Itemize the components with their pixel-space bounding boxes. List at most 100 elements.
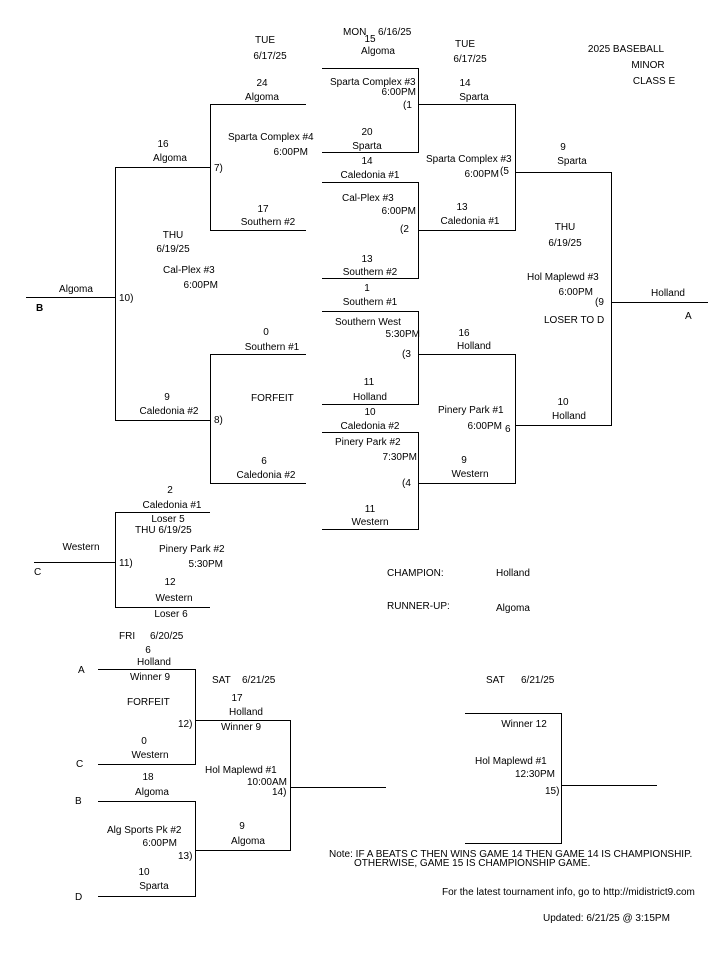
date-thu-right-date: 6/19/25 [548, 238, 582, 249]
game-8-lines [210, 354, 306, 484]
game-1-top-team: Algoma [361, 46, 395, 57]
game-13-bottom-score: 10 [138, 867, 150, 878]
seed-label-c: C [76, 759, 84, 770]
game-9-bottom-score: 10 [557, 397, 569, 408]
game-5-time: 6:00PM [464, 169, 499, 180]
game-3-bottom-team: Holland [353, 392, 387, 403]
game-3-venue: Southern West [335, 317, 401, 328]
game-8-top-team: Southern #1 [244, 342, 300, 353]
game-14-bottom-team: Algoma [231, 836, 265, 847]
game-15-number: 15) [545, 786, 560, 797]
game-1-top-score: 15 [364, 34, 376, 45]
game-4-venue: Pinery Park #2 [335, 437, 401, 448]
game-1-bottom-team: Sparta [352, 141, 382, 152]
game-3-top-team: Southern #1 [342, 297, 398, 308]
game-2-top-team: Caledonia #1 [340, 170, 400, 181]
game-14-number: 14) [272, 787, 287, 798]
game-10-winner: Algoma [59, 284, 93, 295]
game-14-top-score: 17 [231, 693, 243, 704]
bracket-subtitle-division: MINOR [631, 60, 665, 71]
game-8-number: 8) [214, 415, 223, 426]
game-14-bottom-score: 9 [239, 821, 245, 832]
game-1-venue: Sparta Complex #3 [330, 77, 416, 88]
date-tue-right-date: 6/17/25 [453, 54, 487, 65]
game-5-venue: Sparta Complex #3 [426, 154, 512, 165]
game-5-top-team: Sparta [459, 92, 489, 103]
game-3-lines [322, 311, 419, 405]
game-10-top-score: 16 [157, 139, 169, 150]
game-2-time: 6:00PM [381, 206, 416, 217]
game-15-lines [465, 713, 657, 844]
game-7-lines [210, 104, 306, 231]
game-11-bottom-note: Loser 6 [154, 609, 188, 620]
game-5-bottom-team: Caledonia #1 [440, 216, 500, 227]
game-5-bottom-score: 13 [456, 202, 468, 213]
date-mon-date: 6/16/25 [378, 27, 412, 38]
game-15-top-note: Winner 12 [501, 719, 547, 730]
game-6-number: 6 [505, 424, 511, 435]
game-1-number: (1 [403, 100, 412, 111]
game-14-top-team: Holland [229, 707, 263, 718]
date-tue-left-day: TUE [255, 35, 275, 46]
game-12-top-team: Holland [137, 657, 171, 668]
game-3-time: 5:30PM [385, 329, 420, 340]
game-7-time: 6:00PM [273, 147, 308, 158]
game-1-time: 6:00PM [381, 87, 416, 98]
game-13-number: 13) [178, 851, 193, 862]
game-10-bottom-score: 9 [164, 392, 170, 403]
game-4-time: 7:30PM [382, 452, 417, 463]
game-12-lines [98, 669, 196, 765]
date-thu-left-date: 6/19/25 [156, 244, 190, 255]
bracket-subtitle-class: CLASS E [632, 76, 676, 87]
game-6-bottom-score: 9 [461, 455, 467, 466]
game-3-top-score: 1 [364, 283, 370, 294]
game-4-number: (4 [402, 478, 411, 489]
game-6-venue: Pinery Park #1 [438, 405, 504, 416]
game-10-top-team: Algoma [153, 153, 187, 164]
game-12-forfeit-note: FORFEIT [127, 697, 170, 708]
seed-label-b-top: B [36, 303, 44, 314]
game-13-top-score: 18 [142, 772, 154, 783]
date-sat-right-date: 6/21/25 [521, 675, 555, 686]
date-thu-lower: THU 6/19/25 [135, 525, 192, 536]
game-4-top-team: Caledonia #2 [340, 421, 400, 432]
footer-info-link[interactable]: For the latest tournament info, go to ht… [442, 887, 695, 898]
game-9-top-score: 9 [560, 142, 566, 153]
date-mon-day: MON [343, 27, 367, 38]
game-13-lines [98, 801, 196, 897]
game-12-bottom-score: 0 [141, 736, 147, 747]
date-thu-right-day: THU [554, 222, 576, 233]
game-2-bottom-team: Southern #2 [342, 267, 398, 278]
game-4-lines [322, 432, 419, 530]
game-9-number: (9 [595, 297, 604, 308]
game-7-top-team: Algoma [245, 92, 279, 103]
game-14-time: 10:00AM [246, 777, 287, 788]
game-15-time: 12:30PM [514, 769, 555, 780]
game-12-top-note: Winner 9 [129, 672, 170, 683]
game-10-time: 6:00PM [183, 280, 218, 291]
game-12-bottom-team: Western [131, 750, 169, 761]
game-3-bottom-score: 11 [363, 377, 375, 388]
game-10-bottom-team: Caledonia #2 [139, 406, 199, 417]
game-8-bottom-team: Caledonia #2 [236, 470, 296, 481]
game-11-bottom-score: 12 [164, 577, 176, 588]
game-11-top-score: 2 [167, 485, 173, 496]
game-6-time: 6:00PM [467, 421, 502, 432]
game-1-lines [322, 68, 419, 153]
runner-up-team: Algoma [496, 603, 530, 614]
game-7-top-score: 24 [256, 78, 268, 89]
game-13-bottom-team: Sparta [139, 881, 169, 892]
seed-label-b: B [75, 796, 82, 807]
game-8-forfeit-note: FORFEIT [251, 393, 294, 404]
game-11-top-team: Caledonia #1 [142, 500, 202, 511]
game-2-top-score: 14 [361, 156, 373, 167]
game-7-bottom-team: Southern #2 [240, 217, 296, 228]
game-1-bottom-score: 20 [361, 127, 373, 138]
game-9-top-team: Sparta [557, 156, 587, 167]
date-sat-left-date: 6/21/25 [242, 675, 276, 686]
seed-label-d: D [75, 892, 83, 903]
date-sat-right-day: SAT [486, 675, 505, 686]
game-7-number: 7) [214, 163, 223, 174]
game-14-venue: Hol Maplewd #1 [205, 765, 277, 776]
